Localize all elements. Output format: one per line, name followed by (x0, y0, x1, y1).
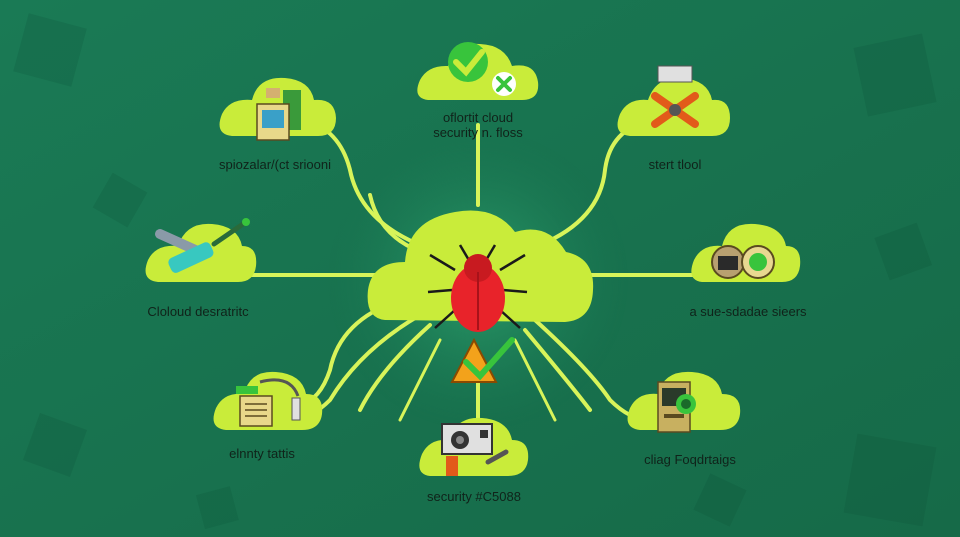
connector-bottom-right-2 (523, 328, 592, 412)
node-label-top-left: spiozalar/(ct sriooni (219, 157, 331, 172)
connector-bottom-left-thin (398, 338, 442, 422)
node-label-bottom-right: cliag Foqdrtaigs (644, 452, 736, 467)
server-lock-icon (657, 381, 696, 433)
node-label-bottom-left: elnnty tattis (229, 446, 295, 461)
node-label-left: Cloloud desratritc (147, 304, 249, 319)
connector-bottom-left-2 (358, 323, 432, 412)
document-machine-icon (236, 378, 301, 427)
camera-wrench-icon (441, 423, 509, 476)
warning-check-icon (450, 337, 515, 383)
tools-icon (651, 65, 699, 128)
node-label-bottom: security #C5088 (427, 489, 521, 504)
node-label-top: oflortit cloud security n. floss (433, 110, 523, 140)
monitor-device-icon (256, 88, 301, 141)
bug-icon (427, 244, 528, 332)
background-tiles (13, 13, 937, 530)
connector-bottom-right-thin (513, 338, 557, 422)
node-label-top-right: stert tlool (648, 157, 702, 172)
syringe-plane-icon (155, 218, 250, 273)
camera-eye-icon (711, 245, 775, 279)
node-label-right: a sue-sdadae sieers (689, 304, 807, 319)
checkmark-badge-icon (448, 42, 516, 96)
